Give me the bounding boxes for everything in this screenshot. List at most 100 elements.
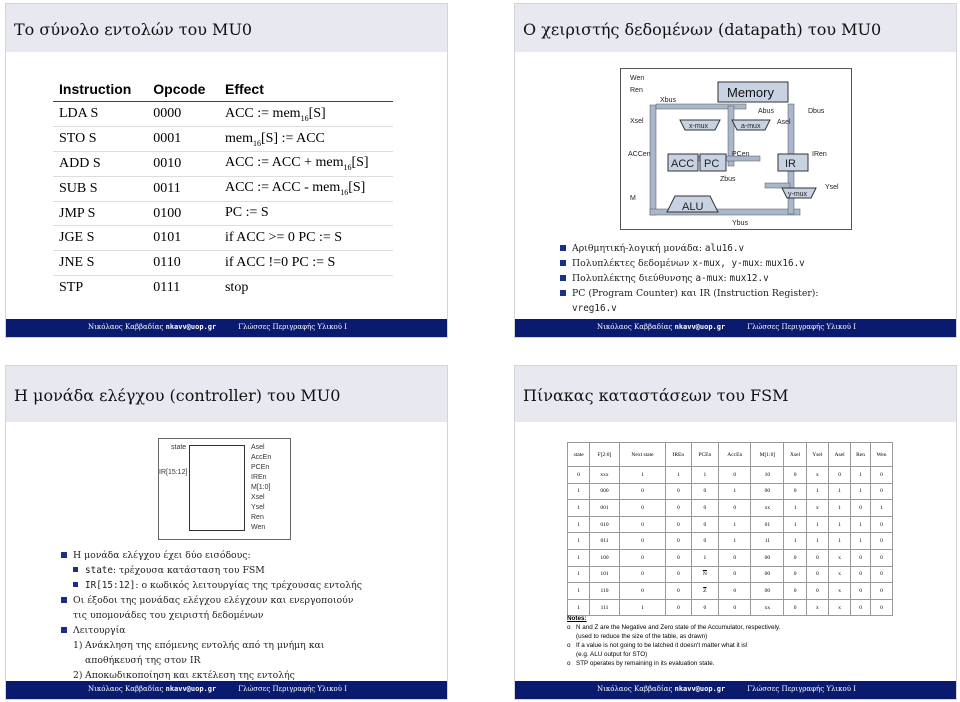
table-cell: 00 xyxy=(750,582,785,600)
cell-effect: ACC := ACC - mem16[S] xyxy=(218,175,393,202)
list-item: 1)Ανάκληση της επόμενης εντολής από τη μ… xyxy=(73,640,325,651)
col-instruction: Instruction xyxy=(53,76,148,103)
svg-text:Ren: Ren xyxy=(630,87,643,94)
table-cell: 1 xyxy=(718,515,752,534)
x-mux xyxy=(679,119,721,131)
list-item-continued: αποθήκευσή της στον IR xyxy=(85,655,201,666)
datapath-diagram: Memory x-mux a-mux y-mux ACC PC IR ALU W… xyxy=(620,68,852,230)
cell-opcode: 0111 xyxy=(147,275,219,300)
header-cell: AccEn xyxy=(718,442,752,467)
table-cell: 0 xyxy=(618,532,667,550)
table-cell: 1 xyxy=(805,532,829,550)
table-cell: 0 xyxy=(869,515,894,534)
cell-instruction: STP xyxy=(53,275,148,300)
cell-instruction: ADD S xyxy=(53,150,148,177)
table-cell: 00 xyxy=(750,482,785,501)
output-7: Ren xyxy=(251,514,264,521)
footer-email[interactable]: nkavv@uop.gr xyxy=(165,323,217,331)
col-opcode: Opcode xyxy=(147,76,219,103)
cell-opcode: 0011 xyxy=(147,175,219,202)
output-2: PCEn xyxy=(251,464,270,471)
header-cell: state xyxy=(566,442,591,467)
table-cell: 0 xyxy=(618,582,667,600)
table-cell: 0 xyxy=(850,548,871,567)
table-cell: 0 xyxy=(718,565,752,584)
table-cell: 1 xyxy=(566,598,591,617)
list-item: 2)Αποκωδικοποίηση και εκτέλεση της εντολ… xyxy=(73,670,295,681)
table-cell: 1 xyxy=(827,532,852,550)
table-cell: 0 xyxy=(618,515,667,534)
table-cell: 1 xyxy=(783,515,807,534)
table-cell: 1 xyxy=(566,515,591,534)
header-cell: Ysel xyxy=(805,442,829,467)
footer-email[interactable]: nkavv@uop.gr xyxy=(674,323,726,331)
table-cell: x xyxy=(827,598,852,617)
svg-text:Xsel: Xsel xyxy=(630,118,644,125)
output-4: M[1:0] xyxy=(251,484,271,491)
svg-text:x-mux: x-mux xyxy=(689,123,709,130)
table-cell: 0 xyxy=(566,466,591,484)
table-cell: 1 xyxy=(850,466,871,484)
table-cell: 0 xyxy=(869,466,894,484)
footer-course: Γλώσσες Περιγραφής Υλικού Ι xyxy=(747,685,857,693)
table-cell: 0 xyxy=(618,482,667,501)
svg-text:PC: PC xyxy=(704,158,719,170)
input-state: state xyxy=(171,444,187,451)
header-cell: Next state xyxy=(618,442,667,467)
table-cell: 10 xyxy=(750,466,785,484)
footer-email[interactable]: nkavv@uop.gr xyxy=(165,685,217,693)
cell-instruction: JMP S xyxy=(53,200,148,226)
table-cell: 1 xyxy=(869,499,894,517)
table-cell: 0 xyxy=(690,482,720,501)
table-cell: 0 xyxy=(805,565,829,584)
table-cell: 000 xyxy=(589,482,620,501)
table-cell: 0 xyxy=(665,532,692,550)
output-3: IREn xyxy=(251,474,267,481)
table-cell: 1 xyxy=(827,499,852,517)
list-item: PC (Program Counter) και IR (Instruction… xyxy=(560,286,819,301)
table-cell: 0 xyxy=(618,548,667,567)
table-cell: 0 xyxy=(850,565,871,584)
table-cell: 0 xyxy=(618,499,667,517)
cell-effect: if ACC !=0 PC := S xyxy=(218,250,393,276)
footer-email[interactable]: nkavv@uop.gr xyxy=(674,685,726,693)
table-cell: 01 xyxy=(750,515,785,534)
slide-controller: Η μονάδα ελέγχου (controller) του MU0 st… xyxy=(5,365,448,700)
svg-text:Abus: Abus xyxy=(758,108,774,115)
table-cell: x xyxy=(805,466,829,484)
header-cell: PCEn xyxy=(690,442,720,467)
svg-text:IRen: IRen xyxy=(812,151,827,158)
table-cell: 0 xyxy=(618,565,667,584)
list-item: Πολυπλέκτες δεδομένων x-mux, y-mux: mux1… xyxy=(560,256,819,271)
svg-text:Asel: Asel xyxy=(777,119,791,126)
table-cell: xx xyxy=(750,499,785,517)
pc-register xyxy=(699,153,727,172)
table-cell: 0 xyxy=(718,548,752,567)
cell-instruction: LDA S xyxy=(59,106,99,122)
table-cell: 1 xyxy=(690,466,720,484)
cell-instruction: JGE S xyxy=(53,225,148,251)
svg-text:Ysel: Ysel xyxy=(825,184,839,191)
table-cell: 0 xyxy=(869,532,894,550)
footer-course: Γλώσσες Περιγραφής Υλικού Ι xyxy=(238,685,348,693)
table-cell: 1 xyxy=(566,565,591,584)
table-cell: 101 xyxy=(589,565,620,584)
slide-datapath: Ο χειριστής δεδομένων (datapath) του MU0… xyxy=(514,3,957,338)
footer-course: Γλώσσες Περιγραφής Υλικού Ι xyxy=(747,323,857,331)
slide-title: Το σύνολο εντολών του MU0 xyxy=(6,4,447,52)
input-ir: IR[15:12] xyxy=(159,469,188,476)
cell-opcode: 0110 xyxy=(147,250,219,276)
table-header-row: Instruction Opcode Effect xyxy=(53,76,393,103)
table-cell: 0 xyxy=(869,548,894,567)
acc-register xyxy=(667,153,699,172)
